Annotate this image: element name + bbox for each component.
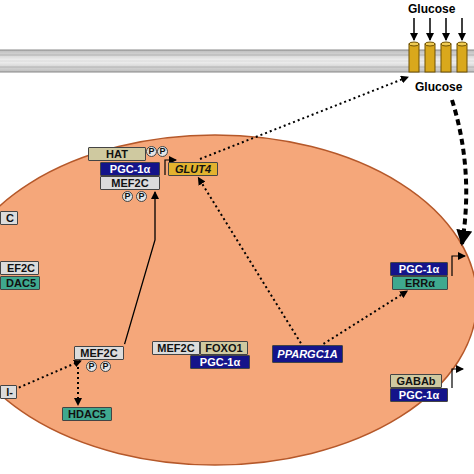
node-label: FOXO1 bbox=[205, 343, 242, 354]
promoter-arrow bbox=[452, 369, 463, 388]
phosphate-circle: P bbox=[146, 146, 157, 157]
node-label: HDAC5 bbox=[68, 409, 106, 420]
phosphate-circle: P bbox=[136, 191, 147, 202]
node-label: PPARGC1A bbox=[277, 349, 337, 360]
gene-box: PPARGC1A bbox=[272, 345, 343, 363]
glucose-signal-arrow bbox=[452, 100, 466, 244]
protein-box: FOXO1 bbox=[200, 341, 248, 355]
protein-box: ERRα bbox=[392, 276, 448, 290]
node-label: HAT bbox=[106, 149, 128, 160]
node-label: MEF2C bbox=[157, 343, 194, 354]
protein-box: PGC-1α bbox=[390, 388, 448, 402]
transporter bbox=[409, 44, 419, 72]
protein-box: DAC5 bbox=[0, 276, 40, 290]
transporter-top bbox=[425, 42, 435, 46]
phosphate-label: P bbox=[138, 192, 144, 201]
phosphate-circle: P bbox=[100, 361, 111, 372]
promoter-arrow bbox=[452, 256, 465, 276]
dotted-arrow bbox=[19, 361, 81, 388]
dotted-arrow bbox=[77, 362, 79, 405]
transporter-top bbox=[441, 42, 451, 46]
dotted-arrow bbox=[323, 291, 407, 344]
transporter-top bbox=[409, 42, 419, 46]
protein-box: MEF2C bbox=[152, 341, 200, 355]
protein-box: GABAb bbox=[390, 374, 442, 388]
protein-box: MEF2C bbox=[74, 346, 124, 360]
node-label: l- bbox=[6, 387, 13, 398]
phosphate-circle: P bbox=[86, 361, 97, 372]
phosphate-label: P bbox=[148, 147, 154, 156]
membrane-edge bbox=[0, 50, 474, 51]
node-label: PGC-1α bbox=[399, 390, 439, 401]
protein-box: MEF2C bbox=[100, 176, 160, 190]
protein-box: PGC-1α bbox=[390, 262, 448, 276]
phosphate-label: P bbox=[102, 362, 108, 371]
membrane-stripe bbox=[0, 61, 474, 62]
node-label: PGC-1α bbox=[200, 357, 240, 368]
molecule-label: Glucose bbox=[415, 80, 462, 94]
translocation-arrow bbox=[200, 77, 408, 159]
node-label: C bbox=[6, 213, 14, 224]
gene-box: GLUT4 bbox=[168, 162, 218, 176]
node-label: MEF2C bbox=[80, 348, 117, 359]
phosphate-circle: P bbox=[157, 146, 168, 157]
transporter bbox=[457, 44, 467, 72]
node-label: EF2C bbox=[7, 263, 35, 274]
protein-box: HDAC5 bbox=[62, 407, 112, 421]
membrane-stripe bbox=[0, 67, 474, 68]
node-label: ERRα bbox=[405, 278, 435, 289]
uptake-arrow bbox=[429, 18, 431, 40]
glut4-transporters bbox=[409, 42, 467, 72]
nucleus bbox=[0, 135, 474, 465]
uptake-arrow bbox=[445, 18, 447, 40]
phosphate-label: P bbox=[159, 147, 165, 156]
activation-arrow bbox=[125, 192, 155, 344]
transporter bbox=[441, 44, 451, 72]
protein-box: EF2C bbox=[0, 261, 39, 275]
transporter bbox=[425, 44, 435, 72]
node-label: GLUT4 bbox=[175, 164, 211, 175]
node-label: GABAb bbox=[396, 376, 435, 387]
membrane-edge bbox=[0, 72, 474, 73]
protein-box: PGC-1α bbox=[100, 162, 160, 176]
phosphate-circle: P bbox=[122, 191, 133, 202]
node-label: PGC-1α bbox=[110, 164, 150, 175]
node-label: PGC-1α bbox=[399, 264, 439, 275]
protein-box: l- bbox=[0, 385, 17, 399]
node-label: DAC5 bbox=[6, 278, 36, 289]
dotted-arrow bbox=[198, 178, 300, 344]
transporter-top bbox=[457, 42, 467, 46]
uptake-arrow bbox=[413, 18, 415, 40]
protein-box: C bbox=[0, 211, 18, 225]
molecule-label: Glucose bbox=[408, 2, 455, 16]
protein-box: PGC-1α bbox=[190, 355, 250, 369]
phosphate-label: P bbox=[88, 362, 94, 371]
uptake-arrow bbox=[461, 18, 463, 40]
protein-box: HAT bbox=[88, 147, 146, 161]
phosphate-label: P bbox=[124, 192, 130, 201]
node-label: MEF2C bbox=[111, 178, 148, 189]
cell-membrane bbox=[0, 50, 474, 72]
glucose-uptake-arrows bbox=[414, 18, 462, 40]
membrane-stripe bbox=[0, 55, 474, 56]
promoter-arrows bbox=[165, 160, 465, 388]
